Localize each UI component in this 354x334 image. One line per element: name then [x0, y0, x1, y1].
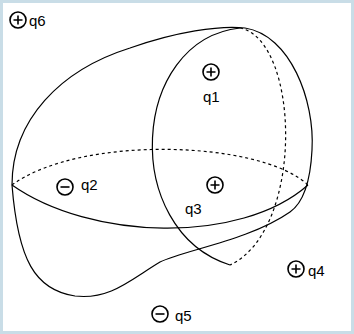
positive-charge-symbol	[203, 64, 219, 80]
charge-label: q2	[81, 177, 98, 193]
surface-front-curve	[152, 28, 240, 265]
charge-label: q6	[29, 13, 46, 29]
surface-back-curve	[230, 28, 286, 265]
charge-label: q3	[185, 201, 202, 217]
charge-label: q4	[308, 263, 325, 279]
positive-charge-symbol	[207, 177, 223, 193]
charge-label: q5	[175, 308, 192, 324]
negative-charge-symbol	[57, 179, 73, 195]
closed-surface	[12, 27, 312, 296]
charge-label: q1	[203, 89, 220, 105]
positive-charge-symbol	[288, 261, 304, 277]
positive-charge-symbol	[10, 12, 26, 28]
surface-back-curve	[12, 149, 308, 185]
gauss-surface-illustration	[3, 3, 351, 331]
negative-charge-symbol	[152, 306, 168, 322]
